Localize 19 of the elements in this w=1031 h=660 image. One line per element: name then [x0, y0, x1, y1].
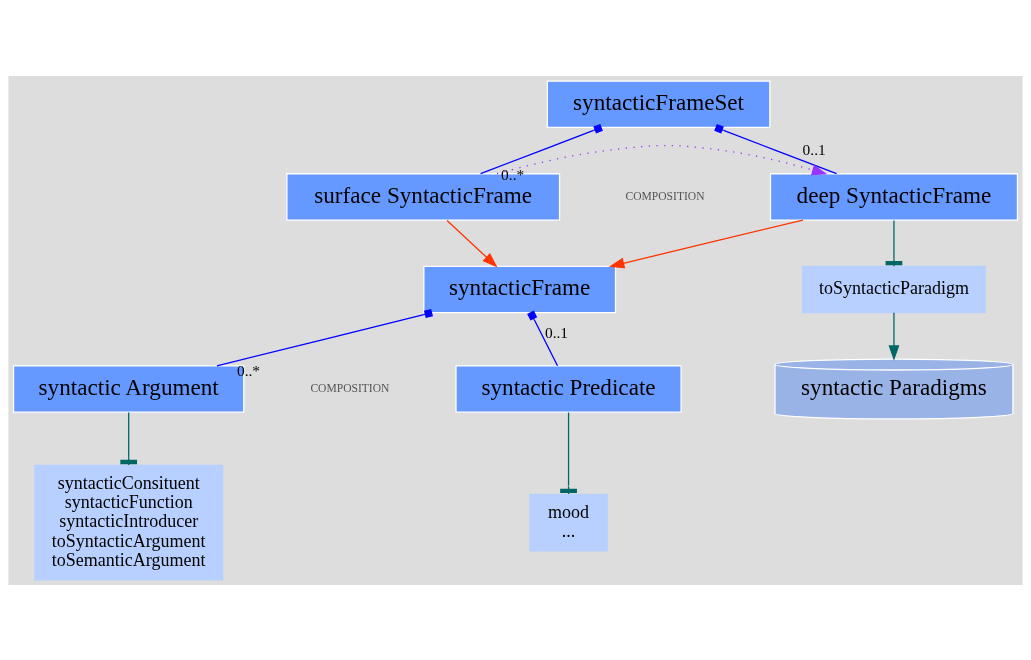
- connector: [527, 310, 559, 366]
- arrow: [446, 219, 498, 268]
- node-box: syntactic Predicate: [455, 364, 682, 413]
- arrow: [888, 311, 900, 361]
- label: COMPOSITION: [310, 381, 390, 395]
- node-box: deep SyntacticFrame: [769, 172, 1019, 221]
- label: COMPOSITION: [625, 189, 705, 203]
- node-box: mood ...: [529, 493, 608, 552]
- connector: [714, 123, 838, 174]
- node-box: syntacticFrameSet: [546, 80, 771, 128]
- edge-label: 0..*: [501, 165, 525, 183]
- node-box: toSyntacticParadigm: [802, 265, 986, 313]
- connector: [216, 308, 433, 366]
- arrow: [608, 218, 804, 268]
- connector: [479, 123, 603, 174]
- arrow: [496, 144, 828, 175]
- node-box: syntacticConsituent syntacticFunction syntacticIntroducer toSyntacticArgument toSemanticArgument: [34, 464, 224, 580]
- edge-label: 0..1: [544, 323, 569, 341]
- edge-label: 0..1: [802, 140, 826, 158]
